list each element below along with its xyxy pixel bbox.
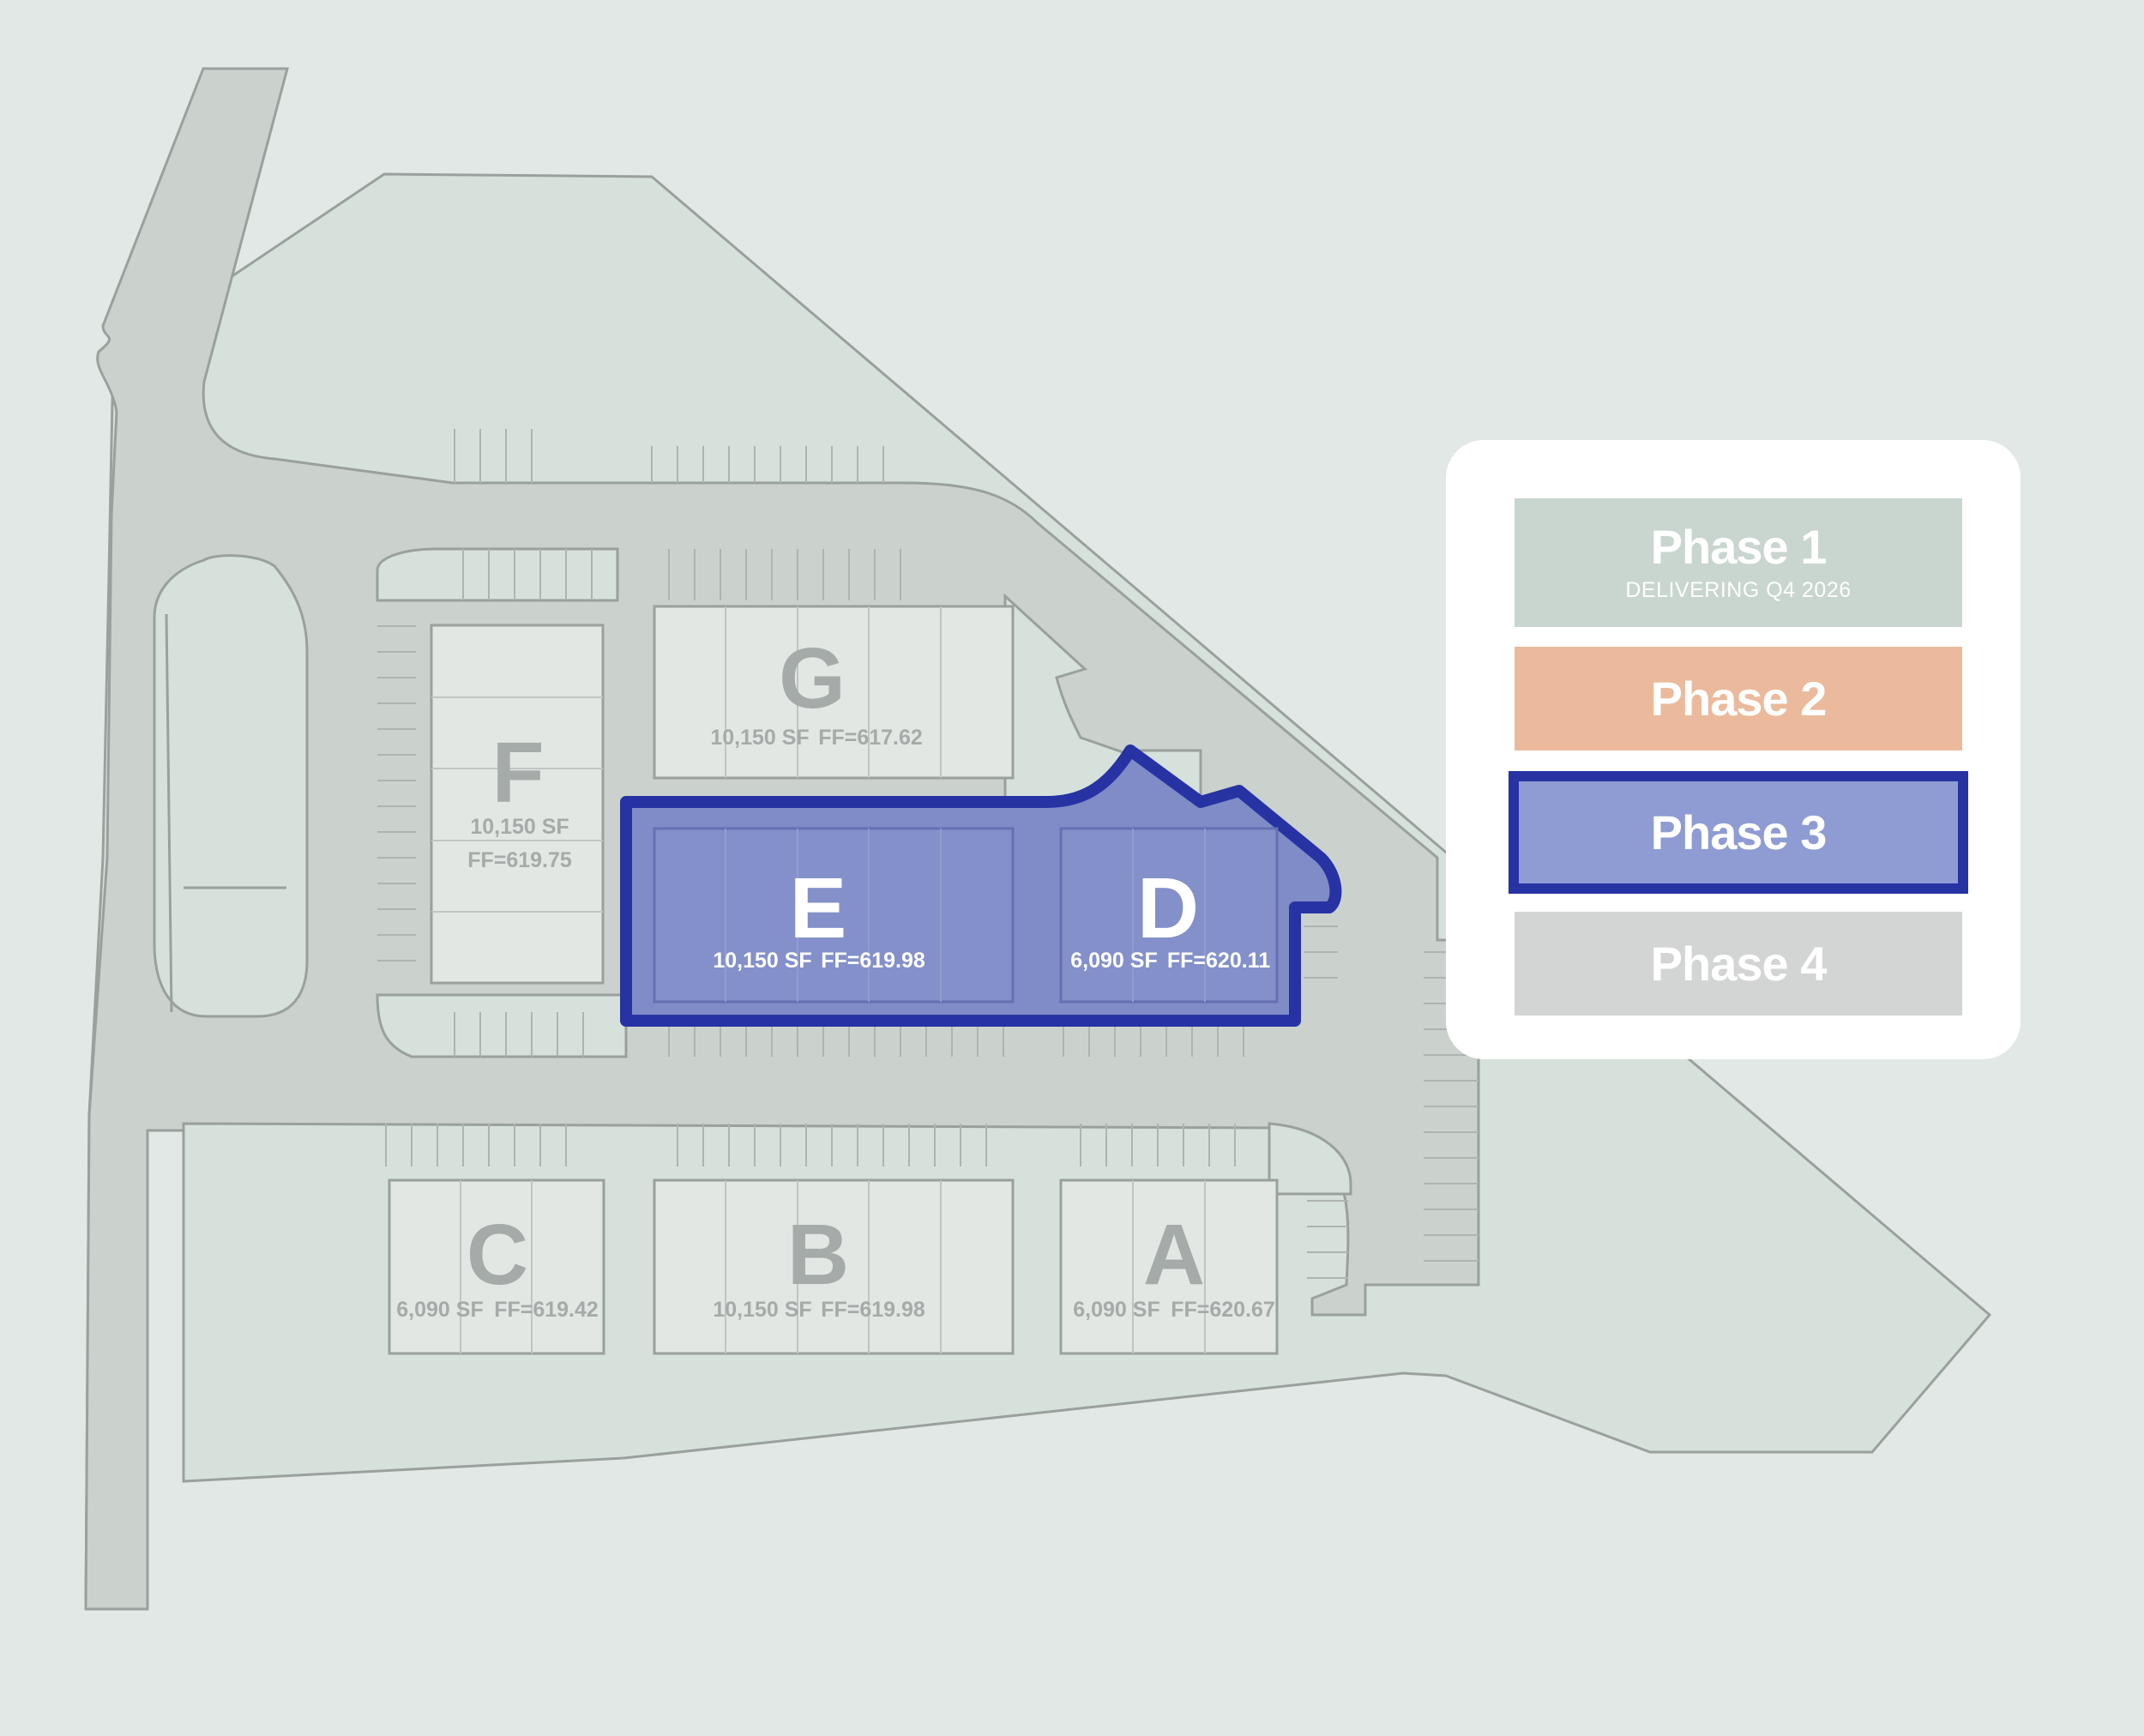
building-c-area: 6,090 SF — [396, 1298, 483, 1322]
parking-island-southeast — [1268, 1122, 1352, 1196]
building-e-ff: FF=619.98 — [821, 949, 925, 973]
building-a-ff: FF=620.67 — [1171, 1298, 1275, 1322]
phase-2-label: Phase 2 — [1650, 671, 1828, 726]
phase-4-label: Phase 4 — [1650, 936, 1828, 991]
building-f[interactable]: F 10,150 SF FF=619.75 — [430, 624, 605, 985]
building-e-letter: E — [790, 860, 847, 956]
building-e-area: 10,150 SF — [713, 949, 811, 973]
building-g-letter: G — [779, 630, 846, 726]
phase-3-label: Phase 3 — [1650, 805, 1828, 859]
building-b[interactable]: B 10,150 SF FF=619.98 — [653, 1178, 1015, 1355]
building-e[interactable]: E 10,150 SF FF=619.98 — [653, 827, 1015, 1004]
building-c-letter: C — [467, 1207, 528, 1303]
phase-1-legend-item[interactable]: Phase 1 DELIVERING Q4 2026 — [1515, 498, 1962, 627]
parking-stalls — [377, 429, 1479, 1279]
building-a-letter: A — [1143, 1207, 1205, 1303]
building-d-area: 6,090 SF — [1070, 949, 1157, 973]
building-g[interactable]: G 10,150 SF FF=617.62 — [653, 605, 1015, 780]
building-d-ff: FF=620.11 — [1167, 949, 1270, 973]
building-f-area: 10,150 SF — [470, 815, 569, 839]
phase-legend: Phase 1 DELIVERING Q4 2026 Phase 2 Phase… — [1446, 440, 2021, 1059]
building-b-letter: B — [787, 1207, 849, 1303]
building-a[interactable]: A 6,090 SF FF=620.67 — [1059, 1178, 1279, 1355]
building-d[interactable]: D 6,090 SF FF=620.11 — [1059, 827, 1279, 1004]
phase-1-delivery-note: DELIVERING Q4 2026 — [1625, 577, 1852, 602]
parking-island-north — [376, 547, 619, 602]
building-g-area: 10,150 SF — [710, 726, 809, 750]
building-g-ff: FF=617.62 — [818, 726, 923, 750]
phase-1-label: Phase 1 — [1650, 519, 1828, 574]
inner-strip-west — [165, 613, 173, 1013]
building-c-ff: FF=619.42 — [494, 1298, 599, 1322]
building-c[interactable]: C 6,090 SF FF=619.42 — [388, 1178, 605, 1355]
building-a-area: 6,090 SF — [1073, 1298, 1159, 1322]
building-b-area: 10,150 SF — [713, 1298, 811, 1322]
parking-island-southwest — [376, 993, 628, 1058]
building-f-letter: F — [491, 725, 544, 821]
inner-green-west — [153, 554, 309, 1018]
building-b-ff: FF=619.98 — [821, 1298, 925, 1322]
building-f-ff: FF=619.75 — [467, 848, 572, 872]
green-notch-east — [1003, 593, 1202, 804]
phase-2-legend-item[interactable]: Phase 2 — [1515, 647, 1962, 750]
building-d-letter: D — [1137, 860, 1199, 956]
phase-4-legend-item[interactable]: Phase 4 — [1515, 912, 1962, 1016]
phase-3-legend-item[interactable]: Phase 3 — [1509, 771, 1968, 894]
